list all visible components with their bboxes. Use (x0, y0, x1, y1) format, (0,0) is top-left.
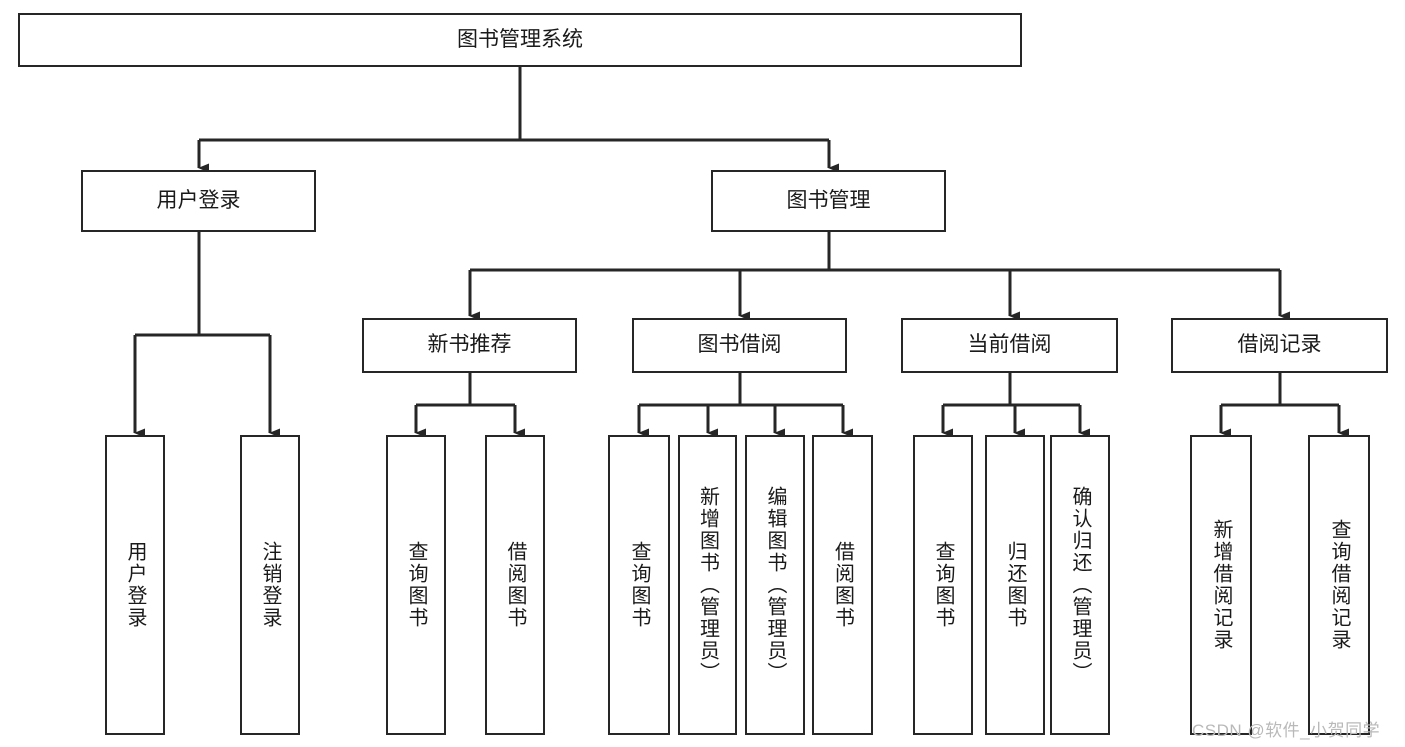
node-leaf-borrow-2[interactable]: 新增图书（管理员） (678, 435, 737, 735)
node-label: 借阅记录 (1237, 333, 1322, 357)
node-leaf-rec-1[interactable]: 新增借阅记录 (1190, 435, 1252, 735)
node-leaf-cur-3[interactable]: 确认归还（管理员） (1050, 435, 1110, 735)
node-label: 确认归还（管理员） (1069, 486, 1091, 684)
node-label: 查询图书 (628, 541, 650, 629)
node-label: 查询借阅记录 (1328, 519, 1350, 651)
node-leaf-cur-1[interactable]: 查询图书 (913, 435, 973, 735)
node-label: 当前借阅 (967, 333, 1052, 357)
node-label: 图书借阅 (697, 333, 782, 357)
node-leaf-cur-2[interactable]: 归还图书 (985, 435, 1045, 735)
node-login[interactable]: 用户登录 (81, 170, 316, 232)
node-label: 新增图书（管理员） (696, 486, 719, 684)
csdn-watermark: CSDN @软件_小贺同学 (1192, 721, 1381, 740)
node-leaf-new-2[interactable]: 借阅图书 (485, 435, 545, 735)
node-label: 归还图书 (1004, 541, 1026, 629)
node-leaf-rec-2[interactable]: 查询借阅记录 (1308, 435, 1370, 735)
node-leaf-borrow-1[interactable]: 查询图书 (608, 435, 670, 735)
node-label: 图书管理 (786, 188, 871, 212)
tree-connectors (133, 67, 1349, 438)
node-label: 用户登录 (124, 541, 146, 629)
node-label: 用户登录 (156, 188, 241, 212)
node-label: 新书推荐 (427, 333, 512, 357)
node-label: 借阅图书 (504, 541, 526, 629)
node-label: 图书管理系统 (457, 27, 583, 51)
node-root[interactable]: 图书管理系统 (18, 13, 1022, 67)
node-current[interactable]: 当前借阅 (901, 318, 1118, 373)
node-label: 查询图书 (405, 541, 427, 629)
node-records[interactable]: 借阅记录 (1171, 318, 1388, 373)
node-leaf-login-2[interactable]: 注销登录 (240, 435, 300, 735)
node-leaf-borrow-3[interactable]: 编辑图书（管理员） (745, 435, 805, 735)
node-leaf-borrow-4[interactable]: 借阅图书 (812, 435, 873, 735)
node-label: 新增借阅记录 (1210, 519, 1232, 651)
node-label: 借阅图书 (831, 541, 854, 629)
node-label: 注销登录 (259, 541, 281, 629)
node-newbook[interactable]: 新书推荐 (362, 318, 577, 373)
node-leaf-new-1[interactable]: 查询图书 (386, 435, 446, 735)
node-label: 查询图书 (932, 541, 954, 629)
node-leaf-login-1[interactable]: 用户登录 (105, 435, 165, 735)
node-label: 编辑图书（管理员） (764, 486, 786, 684)
node-bookmgr[interactable]: 图书管理 (711, 170, 946, 232)
node-borrow[interactable]: 图书借阅 (632, 318, 847, 373)
